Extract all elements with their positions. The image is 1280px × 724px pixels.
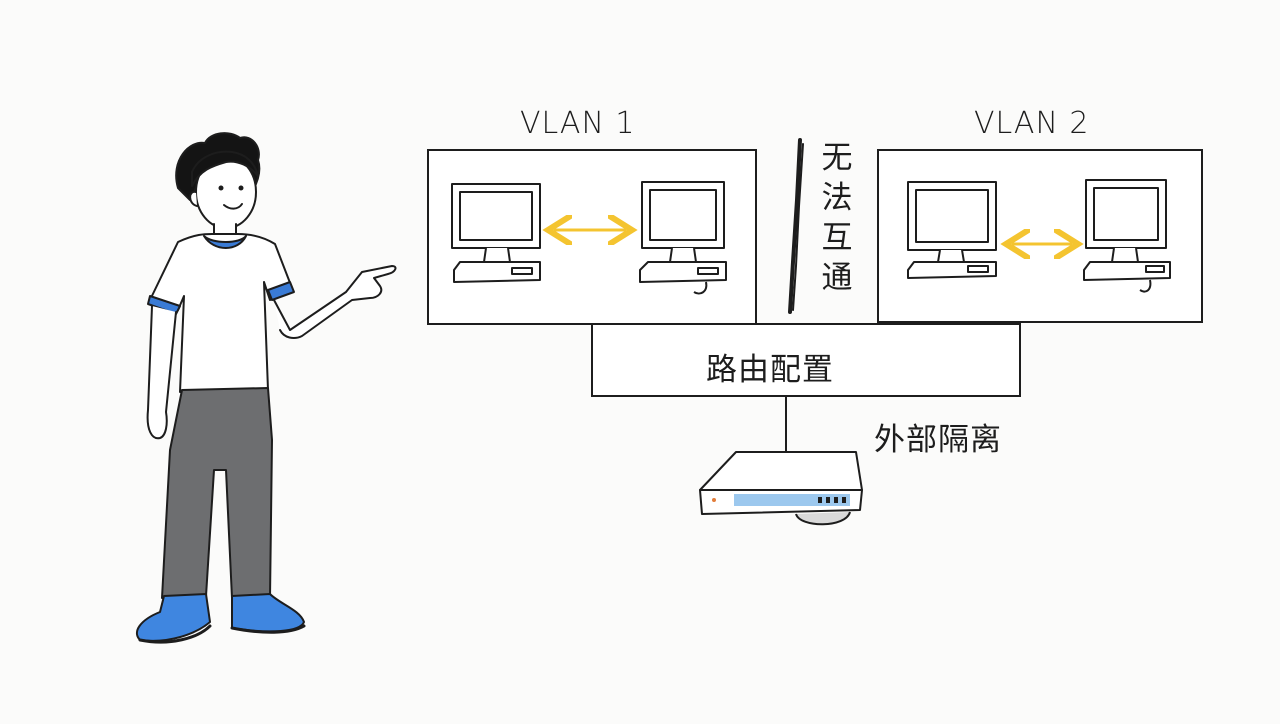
arm-right — [273, 265, 397, 339]
smile — [223, 203, 243, 210]
computer-icon — [1083, 179, 1171, 293]
isolation-wall — [788, 138, 802, 314]
collar-trim — [203, 235, 247, 249]
network-device — [699, 451, 863, 526]
vlan1-group — [427, 149, 757, 325]
eye-right — [238, 185, 244, 191]
arm-left — [146, 305, 177, 440]
router-config-label: 路由配置 — [706, 352, 834, 388]
isolation-char: 无 — [821, 140, 853, 176]
vlan2-title: VLAN 2 — [974, 106, 1090, 141]
computer-icon — [451, 183, 541, 283]
router-config-box — [591, 323, 1021, 397]
isolation-char: 互 — [821, 220, 853, 256]
device-strip — [734, 494, 850, 506]
computer-icon — [639, 181, 727, 295]
external-isolation-label: 外部隔离 — [874, 422, 1002, 458]
isolation-char: 法 — [821, 180, 853, 216]
person-illustration — [135, 132, 397, 644]
vlan2-group — [877, 149, 1203, 323]
computer-icon — [907, 181, 997, 279]
eye-left — [218, 185, 224, 191]
pants — [161, 387, 273, 599]
isolation-note: 无 法 互 通 — [817, 140, 857, 296]
vlan1-title: VLAN 1 — [520, 106, 636, 141]
shoe-right — [231, 593, 305, 633]
isolation-char: 通 — [821, 260, 853, 296]
sleeve-trim-right — [267, 281, 295, 301]
